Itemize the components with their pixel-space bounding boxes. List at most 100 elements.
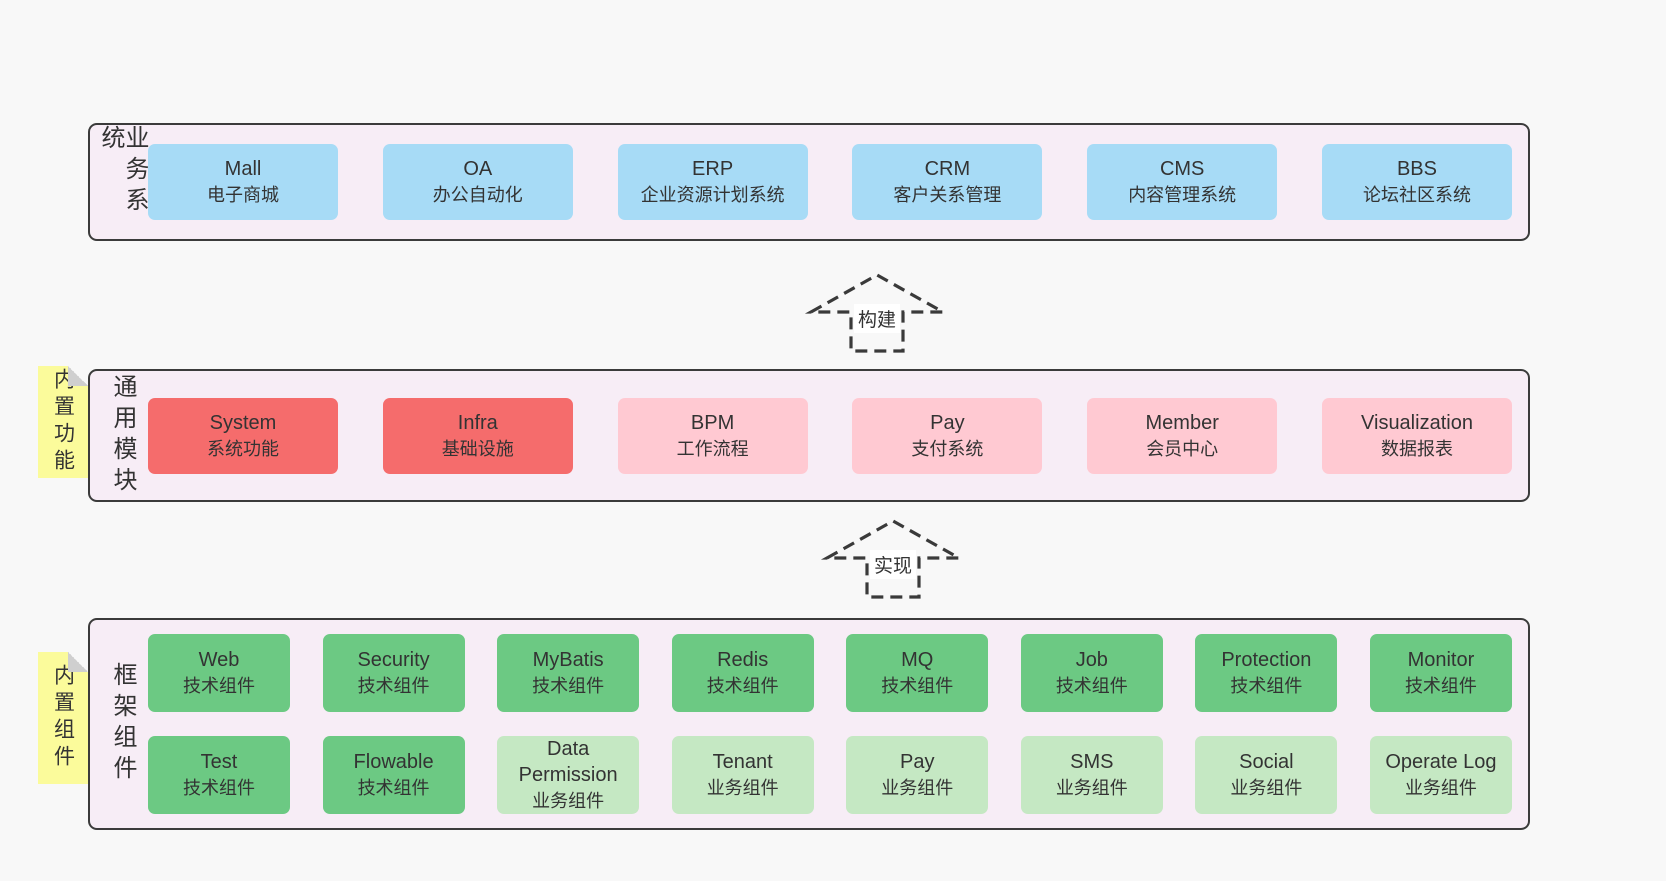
arrow-implement-label: 实现 (869, 550, 917, 579)
box-mybatis: MyBatis 技术组件 (497, 634, 640, 712)
arrow-up-icon (804, 273, 950, 353)
panel-label-business: 业务系统 (97, 125, 148, 218)
arrow-implement: 实现 (818, 516, 968, 602)
box-title: Security (357, 649, 430, 671)
box-mall: Mall 电子商城 (148, 144, 338, 220)
framework-row-1: Web 技术组件 Security 技术组件 MyBatis 技术组件 Redi… (148, 634, 1512, 712)
box-title: Social (1239, 751, 1294, 773)
box-title: Data Permission (518, 738, 618, 786)
box-web: Web 技术组件 (148, 634, 290, 712)
framework-boxes-grid: Web 技术组件 Security 技术组件 MyBatis 技术组件 Redi… (148, 620, 1528, 828)
box-subtitle: 会员中心 (1146, 438, 1219, 459)
box-subtitle: 支付系统 (911, 438, 984, 459)
panel-framework-components: 框架组件 Web 技术组件 Security 技术组件 MyBatis 技术组件… (88, 618, 1530, 830)
note-text: 内置组件 (51, 664, 75, 772)
business-boxes-row: Mall 电子商城 OA 办公自动化 ERP 企业资源计划系统 CRM 客户关系… (148, 125, 1528, 239)
sticky-note-built-in-functions: 内置功能 (38, 366, 88, 478)
box-title: SMS (1070, 751, 1114, 773)
box-subtitle: 技术组件 (1230, 676, 1303, 696)
box-title: Pay (900, 751, 935, 773)
box-erp: ERP 企业资源计划系统 (617, 144, 808, 220)
box-title: MyBatis (532, 649, 604, 671)
box-subtitle: 技术组件 (357, 778, 430, 798)
box-subtitle: 技术组件 (881, 676, 954, 696)
box-mq: MQ 技术组件 (846, 634, 989, 712)
box-visualization: Visualization 数据报表 (1321, 397, 1512, 474)
box-subtitle: 基础设施 (441, 438, 514, 459)
box-subtitle: 数据报表 (1380, 438, 1453, 459)
box-social: Social 业务组件 (1195, 736, 1338, 814)
box-subtitle: 办公自动化 (432, 185, 523, 205)
box-title: Redis (717, 649, 769, 671)
box-pay-component: Pay 业务组件 (846, 736, 989, 814)
box-tenant: Tenant 业务组件 (671, 736, 814, 814)
box-subtitle: 论坛社区系统 (1362, 185, 1471, 205)
box-flowable: Flowable 技术组件 (322, 736, 465, 814)
box-crm: CRM 客户关系管理 (852, 144, 1043, 220)
box-redis: Redis 技术组件 (671, 634, 814, 712)
box-title: BBS (1396, 158, 1437, 180)
box-pay: Pay 支付系统 (852, 397, 1043, 474)
box-subtitle: 业务组件 (532, 791, 605, 811)
box-monitor: Monitor 技术组件 (1369, 634, 1512, 712)
box-title: Infra (457, 411, 498, 434)
box-subtitle: 技术组件 (706, 676, 779, 696)
module-boxes-row: System 系统功能 Infra 基础设施 BPM 工作流程 Pay 支付系统… (148, 371, 1528, 500)
box-bbs: BBS 论坛社区系统 (1321, 144, 1512, 220)
box-title: BPM (690, 411, 735, 434)
box-subtitle: 技术组件 (1404, 676, 1477, 696)
box-test: Test 技术组件 (148, 736, 290, 814)
box-title: OA (463, 158, 493, 180)
box-title: Tenant (712, 751, 773, 773)
panel-label-framework: 框架组件 (109, 662, 136, 786)
box-operate-log: Operate Log 业务组件 (1369, 736, 1512, 814)
box-title: Job (1075, 649, 1108, 671)
box-subtitle: 业务组件 (1230, 778, 1303, 798)
box-title: Web (198, 649, 240, 671)
box-subtitle: 业务组件 (706, 778, 779, 798)
box-title: CMS (1159, 158, 1205, 180)
box-subtitle: 内容管理系统 (1128, 185, 1237, 205)
box-title: Test (200, 751, 238, 773)
box-title: Visualization (1361, 411, 1473, 434)
box-subtitle: 客户关系管理 (893, 185, 1002, 205)
box-subtitle: 业务组件 (1404, 778, 1477, 798)
box-title: ERP (692, 158, 734, 180)
box-system: System 系统功能 (148, 397, 338, 474)
box-member: Member 会员中心 (1087, 397, 1278, 474)
note-fold-corner-icon (68, 366, 88, 386)
box-subtitle: 技术组件 (183, 676, 255, 696)
note-text: 内置功能 (51, 368, 75, 476)
box-title: System (209, 411, 277, 434)
box-cms: CMS 内容管理系统 (1087, 144, 1278, 220)
box-title: Flowable (353, 751, 434, 773)
box-title: CRM (924, 158, 971, 180)
box-subtitle: 技术组件 (532, 676, 605, 696)
box-bpm: BPM 工作流程 (617, 397, 808, 474)
box-subtitle: 系统功能 (207, 438, 279, 459)
box-protection: Protection 技术组件 (1195, 634, 1338, 712)
arrow-build-label: 构建 (853, 304, 901, 333)
box-sms: SMS 业务组件 (1020, 736, 1163, 814)
box-subtitle: 技术组件 (183, 778, 255, 798)
box-subtitle: 企业资源计划系统 (640, 185, 785, 205)
box-subtitle: 电子商城 (207, 185, 279, 205)
framework-row-2: Test 技术组件 Flowable 技术组件 Data Permission … (148, 736, 1512, 814)
box-security: Security 技术组件 (322, 634, 465, 712)
arrow-build: 构建 (802, 270, 952, 356)
box-oa: OA 办公自动化 (382, 144, 573, 220)
box-title: Monitor (1407, 649, 1475, 671)
box-infra: Infra 基础设施 (382, 397, 573, 474)
box-job: Job 技术组件 (1020, 634, 1163, 712)
box-subtitle: 技术组件 (1055, 676, 1128, 696)
arrow-up-icon (820, 519, 966, 599)
panel-common-modules: 通用模块 System 系统功能 Infra 基础设施 BPM 工作流程 Pay… (88, 369, 1530, 502)
box-subtitle: 技术组件 (357, 676, 430, 696)
note-fold-corner-icon (68, 652, 88, 672)
box-title: MQ (901, 649, 934, 671)
box-subtitle: 工作流程 (676, 438, 749, 459)
box-title: Operate Log (1385, 751, 1497, 773)
box-subtitle: 业务组件 (1055, 778, 1128, 798)
box-subtitle: 业务组件 (881, 778, 954, 798)
